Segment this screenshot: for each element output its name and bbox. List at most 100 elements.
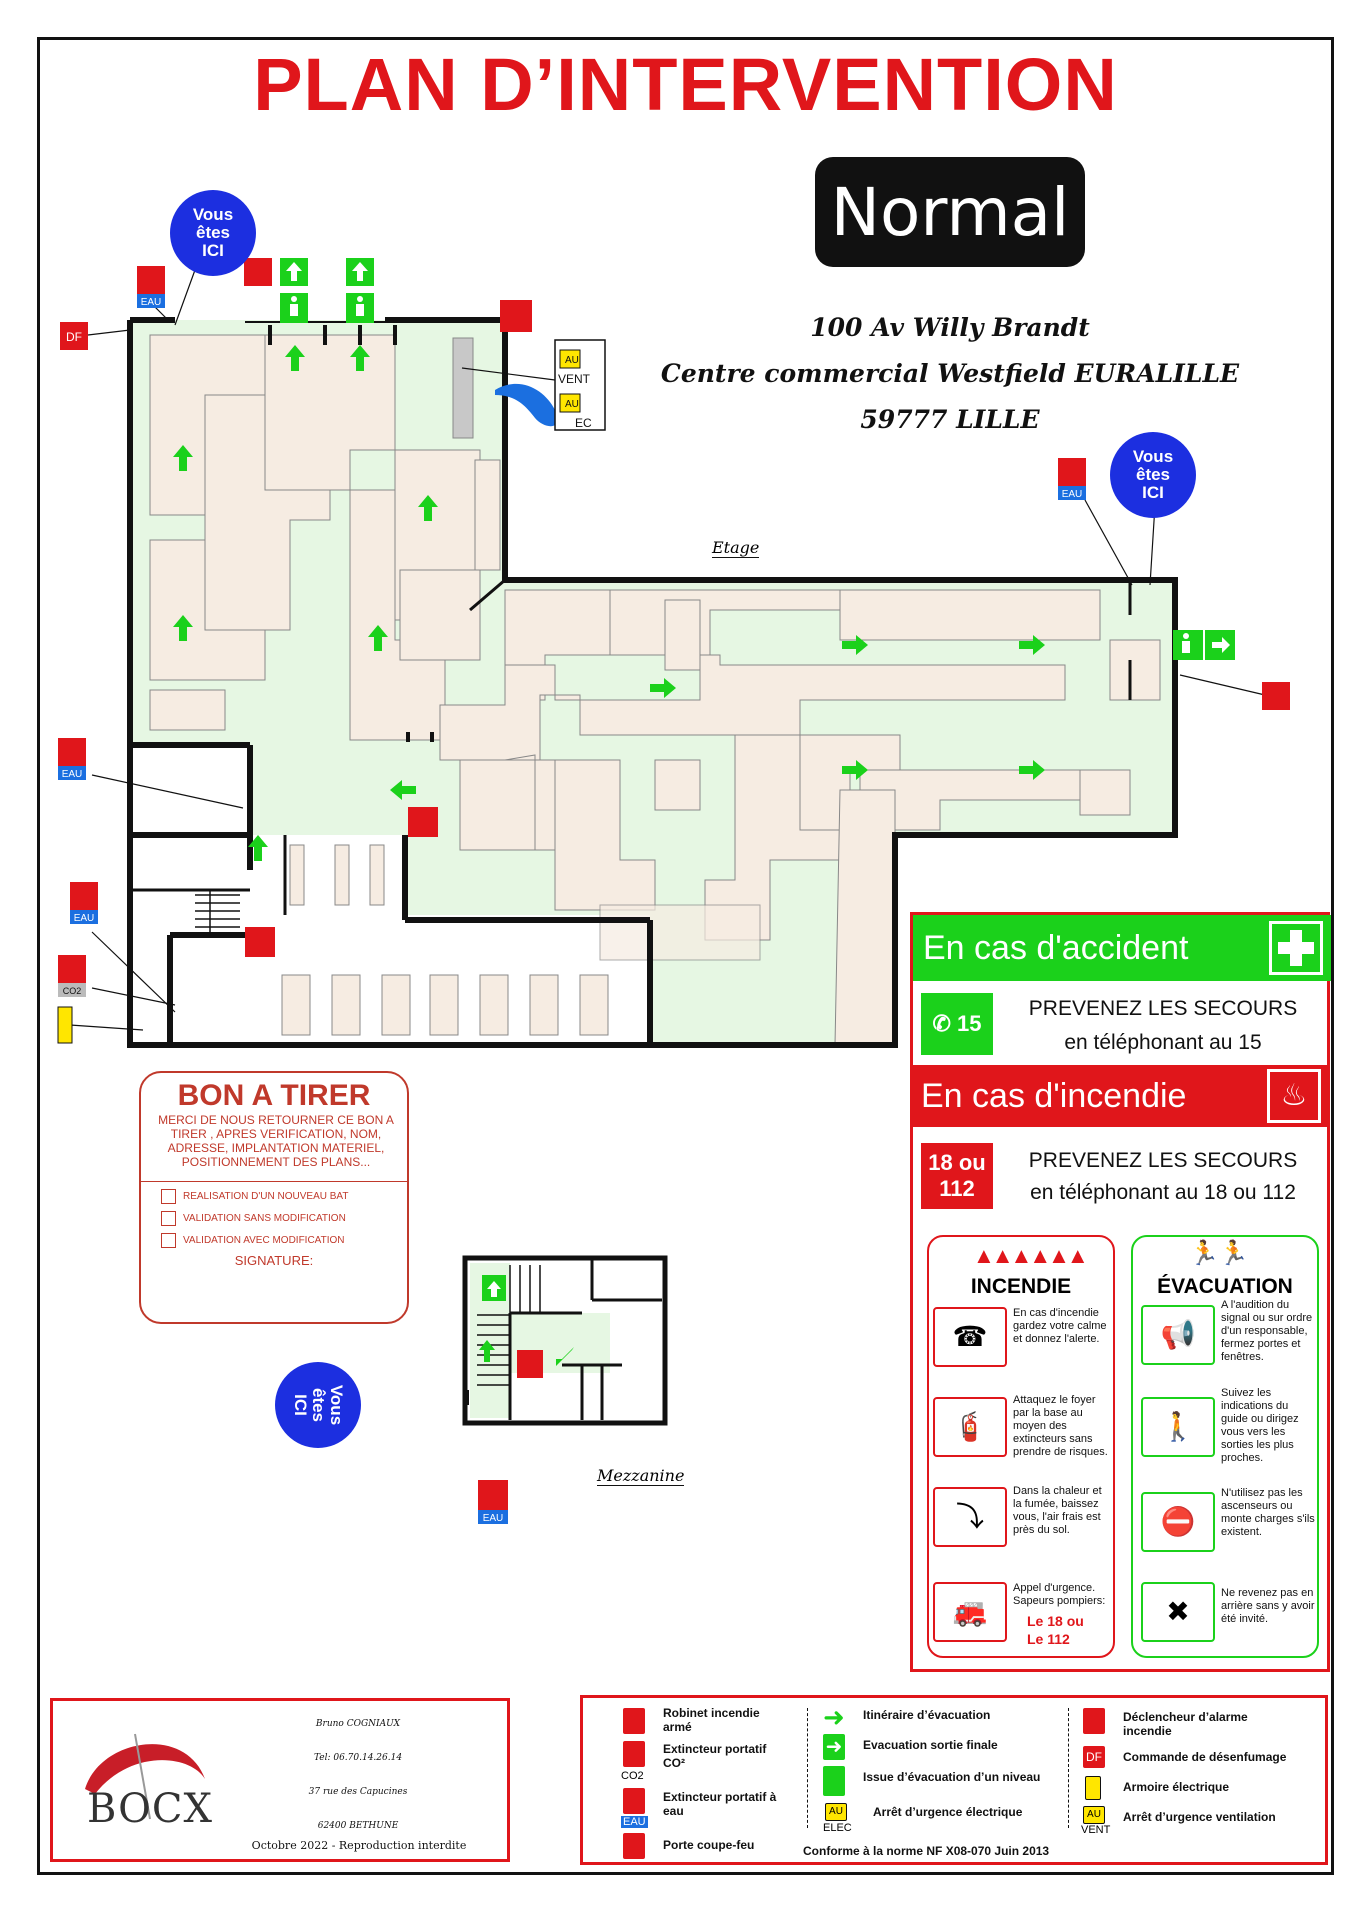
fire-equipment <box>57 258 1290 1524</box>
fire-door-icon <box>623 1833 645 1859</box>
you-are-here-text: Vous <box>192 205 234 224</box>
address-line-3: 59777 LILLE <box>860 405 1040 434</box>
proof-option[interactable]: VALIDATION SANS MODIFICATION <box>161 1211 346 1226</box>
final-exit-icon: ➜ <box>823 1734 845 1760</box>
inner-walls <box>130 578 1177 915</box>
company-logo-text: BOCX <box>87 1786 214 1832</box>
extinguisher-icon <box>623 1741 645 1767</box>
evacuation-title: ÉVACUATION <box>1157 1275 1293 1298</box>
you-are-here-text: ICI <box>202 241 224 260</box>
alarm-call-point-icon <box>1262 682 1290 710</box>
divider <box>141 1181 407 1182</box>
siren-icon: 📢 <box>1141 1305 1215 1365</box>
norm-reference: Conforme à la norme NF X08-070 Juin 2013 <box>803 1844 1050 1858</box>
divider <box>807 1708 809 1828</box>
exit-signs <box>280 258 1235 660</box>
smoke-control-icon: DF <box>1083 1746 1105 1768</box>
flame-icon: ♨ <box>1267 1069 1321 1123</box>
fire-header: En cas d'incendie ♨ <box>913 1065 1327 1127</box>
you-are-here-marker: Vous êtes ICI <box>275 1362 361 1448</box>
au-tag: AU <box>565 399 579 410</box>
signature-label: SIGNATURE: <box>234 1253 314 1268</box>
electrical-cabinet-icon <box>1085 1776 1101 1800</box>
legend-box: Robinet incendie armé CO2 Extincteur por… <box>580 1695 1328 1865</box>
incendie-step: En cas d'incendie gardez votre calme et … <box>1013 1307 1107 1345</box>
emergency-stop-elec-icon: AU <box>825 1803 847 1821</box>
fire-hose-icon <box>245 927 275 957</box>
df-tag: DF <box>66 330 82 344</box>
eau-tag: EAU <box>74 913 95 924</box>
stairs-etage <box>195 890 240 935</box>
phone-alert-icon: ☎ <box>933 1307 1007 1367</box>
phone-icon: ✆ 15 <box>921 993 993 1055</box>
checkbox[interactable] <box>161 1233 176 1248</box>
you-are-here-text: Vous <box>327 1384 346 1426</box>
flames-icon: ▲▲▲▲▲▲ <box>973 1243 1089 1268</box>
extinguisher-icon <box>478 1480 508 1510</box>
fire-number-1: 18 ou <box>928 1150 986 1175</box>
accident-instruction-1: PREVENEZ LES SECOURS <box>1028 997 1298 1020</box>
incendie-step: Appel d'urgence. Sapeurs pompiers: <box>1013 1582 1106 1607</box>
checkbox[interactable] <box>161 1189 176 1204</box>
you-are-here-text: Vous <box>1132 447 1174 466</box>
proof-option[interactable]: REALISATION D'UN NOUVEAU BAT <box>161 1189 348 1204</box>
legend-item: Arrêt d’urgence ventilation <box>1123 1810 1276 1824</box>
address-line-1: 100 Av Willy Brandt <box>810 313 1090 342</box>
smoke-control-icon <box>60 322 88 350</box>
storage-rack <box>452 337 474 439</box>
fire-hose-icon <box>500 300 532 332</box>
fire-truck-icon: 🚒 <box>933 1582 1007 1642</box>
evacuation-route-icon: ➜ <box>823 1702 845 1732</box>
vent-tag: VENT <box>1081 1824 1111 1836</box>
proof-approval-box: BON A TIRER MERCI DE NOUS RETOURNER CE B… <box>139 1071 409 1324</box>
legend-item: Porte coupe-feu <box>663 1838 755 1852</box>
status-badge: Normal <box>815 157 1085 267</box>
evacuation-step: A l'audition du signal ou sur ordre d'un… <box>1221 1299 1313 1363</box>
incendie-title: INCENDIE <box>970 1275 1072 1298</box>
evacuation-arrows <box>173 345 1045 861</box>
vent-shaft <box>495 383 558 427</box>
do-not-return-icon: ✖ <box>1141 1582 1215 1642</box>
au-tag: AU <box>829 1806 843 1817</box>
accident-number: 15 <box>957 1011 982 1036</box>
first-aid-icon <box>1269 921 1323 975</box>
legend-item: Itinéraire d’évacuation <box>863 1708 991 1722</box>
you-are-here-text: ICI <box>291 1394 310 1416</box>
legend-item: Commande de désenfumage <box>1123 1750 1287 1764</box>
proof-option-label: VALIDATION SANS MODIFICATION <box>183 1213 346 1224</box>
fire-instruction-1: PREVENEZ LES SECOURS <box>1028 1149 1298 1172</box>
door-marks <box>268 325 434 742</box>
fire-instruction-2: en téléphonant au 18 ou 112 <box>1030 1181 1296 1204</box>
legend-item: Déclencheur d’alarme incendie <box>1123 1710 1248 1738</box>
incendie-section: ▲▲▲▲▲▲ INCENDIE ☎ En cas d'incendie gard… <box>927 1235 1115 1658</box>
divider <box>1068 1708 1070 1828</box>
parking-slots <box>281 844 609 1036</box>
floor-plan-mezzanine <box>462 1255 668 1426</box>
company-street: 37 rue des Capucines <box>308 1787 408 1797</box>
emergency-stop-vent-icon: AU <box>1083 1806 1105 1824</box>
emergency-info-panel: En cas d'accident ✆ 15 PREVENEZ LES SECO… <box>910 912 1331 1672</box>
checkbox[interactable] <box>161 1211 176 1226</box>
proof-option[interactable]: VALIDATION AVEC MODIFICATION <box>161 1233 345 1248</box>
you-are-here-marker: Vous êtes ICI <box>170 190 256 276</box>
alarm-call-point-icon <box>244 258 272 286</box>
extinguisher-icon <box>58 738 86 766</box>
eau-tag: EAU <box>621 1816 648 1828</box>
au-tag: AU <box>565 355 579 366</box>
evacuation-section: 🏃🏃 ÉVACUATION 📢 A l'audition du signal o… <box>1131 1235 1319 1658</box>
you-are-here-text: êtes <box>1135 465 1171 484</box>
fire-title: En cas d'incendie <box>921 1077 1187 1115</box>
au-tag: AU <box>1087 1809 1101 1820</box>
proof-option-label: VALIDATION AVEC MODIFICATION <box>183 1235 345 1246</box>
vent-tag: VENT <box>558 372 591 386</box>
page-title: PLAN D’INTERVENTION <box>253 43 1118 126</box>
eau-tag: EAU <box>141 297 162 308</box>
alarm-call-point-icon <box>1083 1708 1105 1734</box>
legend-item: Armoire électrique <box>1123 1780 1230 1794</box>
page-frame <box>37 37 1334 1875</box>
legend-item: Extincteur portatif à eau <box>663 1790 777 1818</box>
incendie-step: Dans la chaleur et la fumée, baissez vou… <box>1013 1485 1102 1536</box>
running-people-icon: 🏃🏃 <box>1189 1240 1249 1267</box>
df-tag: DF <box>1086 1750 1102 1764</box>
